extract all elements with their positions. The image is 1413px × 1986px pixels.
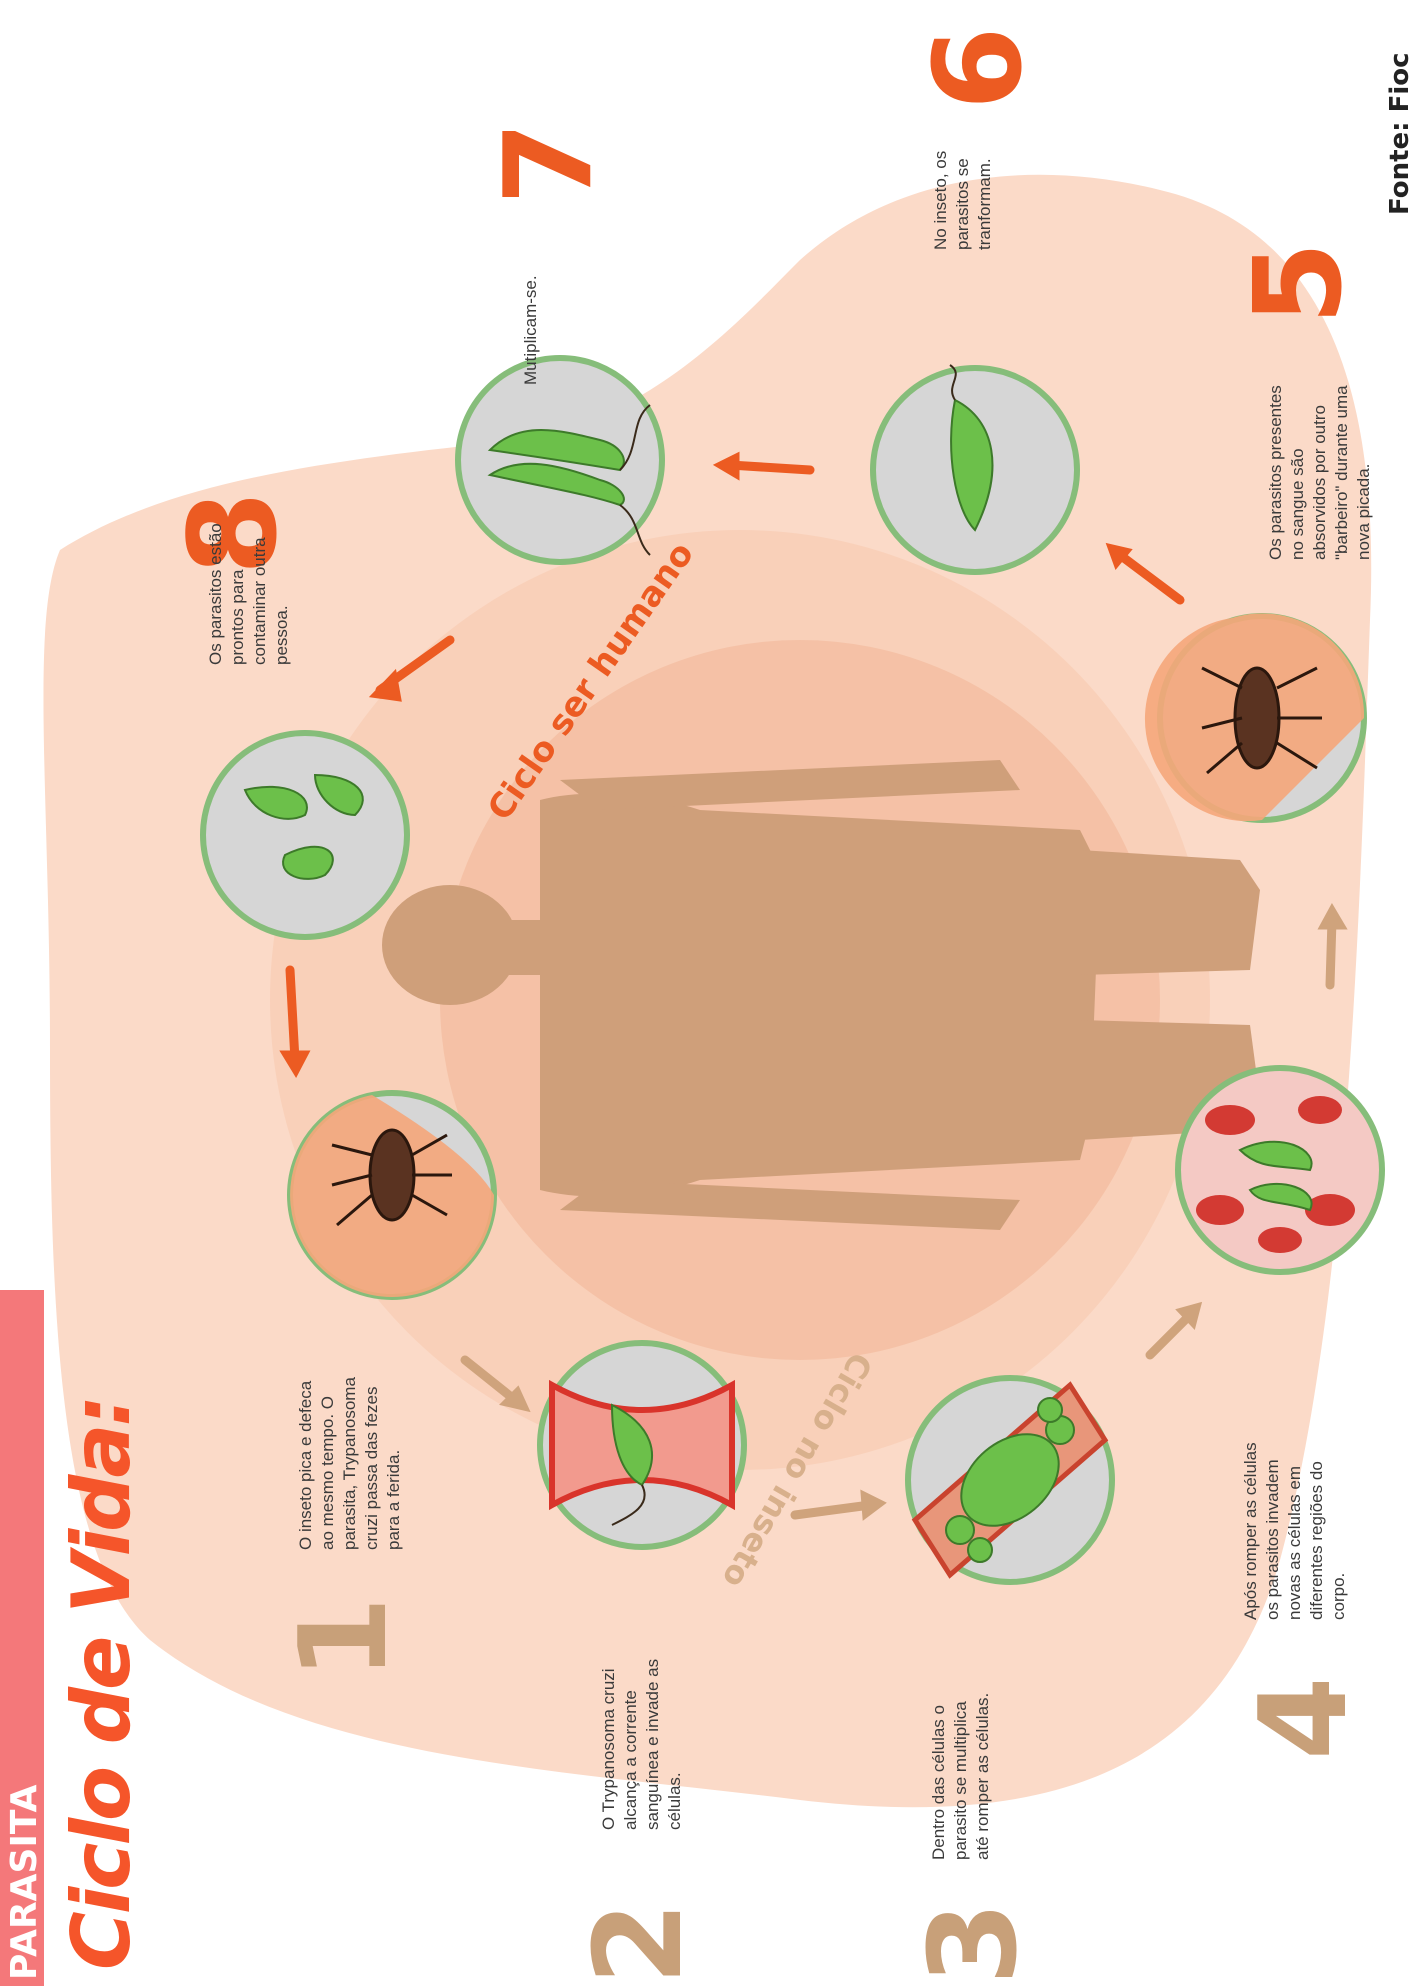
step-text-1: O inseto pica e defeca ao mesmo tempo. O… xyxy=(295,1290,405,1550)
step-text-2: O Trypanosoma cruzi alcança a corrente s… xyxy=(598,1570,686,1830)
step-circle-6 xyxy=(873,365,1077,572)
step-circle-8b xyxy=(203,733,407,937)
step-text-4: Após romper as células os parasitos inva… xyxy=(1240,1320,1350,1620)
step-text-6: No inseto, os parasitos se tranformam. xyxy=(930,50,996,250)
step-number-2: 2 xyxy=(580,1902,700,1986)
banner-text: PARASITA xyxy=(4,1785,45,1980)
step-circle-2 xyxy=(540,1343,744,1547)
arrow-person-to-1 xyxy=(290,970,295,1060)
step-text-7: Mutiplicam-se. xyxy=(520,205,542,385)
step-number-1: 1 xyxy=(285,1597,405,1681)
arrow-6-to-7 xyxy=(730,465,810,470)
step-circle-3 xyxy=(908,1378,1112,1582)
step-circle-1 xyxy=(290,1093,494,1297)
step-number-7: 7 xyxy=(490,122,610,206)
step-circle-8 xyxy=(458,358,662,562)
arrow-4-to-5 xyxy=(1330,920,1332,985)
step-text-8: Os parasitos estão prontos para contamin… xyxy=(205,455,293,665)
step-text-3: Dentro das células o parasito se multipl… xyxy=(928,1590,994,1860)
step-text-5: Os parasitos presentes no sangue são abs… xyxy=(1265,270,1375,560)
step-circle-5 xyxy=(1145,613,1364,821)
step-number-4: 4 xyxy=(1245,1677,1365,1761)
step-circle-4 xyxy=(1178,1068,1382,1272)
source-credit: Fonte: Fioc xyxy=(1385,52,1413,215)
step-number-3: 3 xyxy=(915,1902,1035,1986)
page-title: Ciclo de Vida: xyxy=(55,1398,148,1970)
